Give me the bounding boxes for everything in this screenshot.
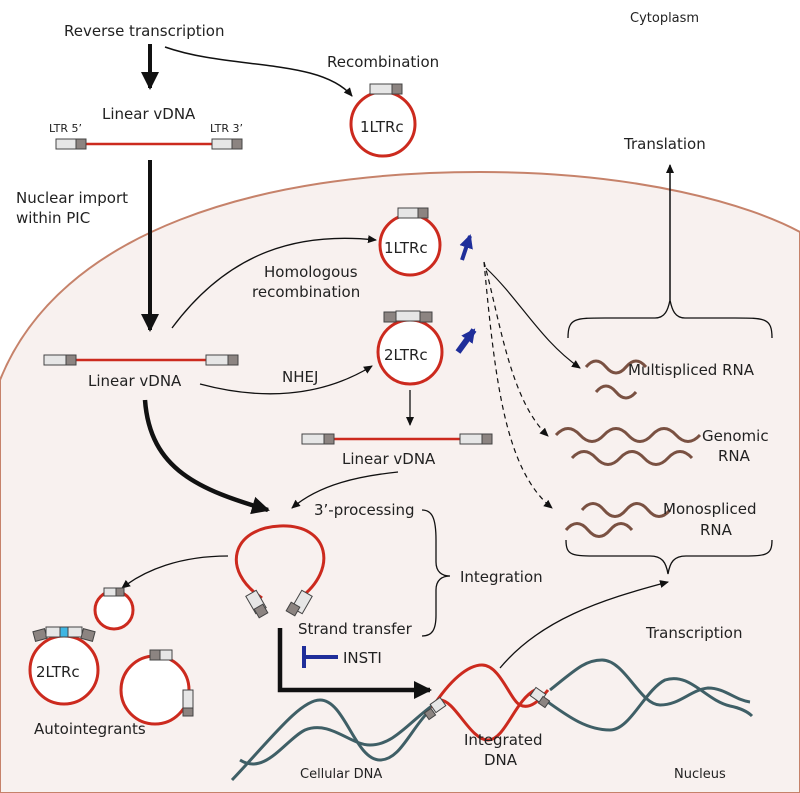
two-ltrc-auto-label: 2LTRc xyxy=(36,663,80,681)
homologous-recombination-arrow xyxy=(171,235,377,329)
nuclear-import-label-2: within PIC xyxy=(16,209,90,227)
small-autointegrant-circle xyxy=(93,587,135,631)
ltr3-label: LTR 3’ xyxy=(210,122,243,135)
cellular-dna-helix xyxy=(230,658,754,782)
two-ltrc-up-blue-arrow xyxy=(455,328,477,354)
arrow-to-multispliced xyxy=(485,267,581,369)
integrated-dna-label-1: Integrated xyxy=(464,731,543,749)
linear-vdna-low xyxy=(301,433,493,445)
autointegrants-label: Autointegrants xyxy=(34,720,146,738)
monospliced-rna xyxy=(564,502,672,538)
nucleus-region xyxy=(0,170,800,793)
nhej-label: NHEJ xyxy=(282,368,318,386)
monospliced-rna-label-2: RNA xyxy=(700,521,733,539)
linear-low-to-integration-arrow xyxy=(291,471,399,509)
transcription-arrow xyxy=(499,580,669,669)
linear-vdna-top-label: Linear vDNA xyxy=(102,105,196,123)
reverse-transcription-label: Reverse transcription xyxy=(64,22,224,40)
one-ltr-circle-top: 1LTRc xyxy=(349,83,417,158)
recombination-label: Recombination xyxy=(327,53,439,71)
linear-vdna-low-label: Linear vDNA xyxy=(342,450,436,468)
one-ltrc-nuc-label: 1LTRc xyxy=(384,239,428,257)
one-ltrc-up-blue-arrow xyxy=(459,234,473,261)
strand-transfer-arrow xyxy=(277,628,432,699)
monospliced-rna-label-1: Monospliced xyxy=(663,500,756,518)
genomic-rna xyxy=(554,427,702,466)
integrated-ltr-ends xyxy=(423,686,551,721)
insti-label: INSTI xyxy=(343,649,382,667)
linear-vdna-mid-label: Linear vDNA xyxy=(88,372,182,390)
translation-label: Translation xyxy=(623,135,706,153)
three-processing-label: 3’-processing xyxy=(314,501,415,519)
genomic-rna-label-2: RNA xyxy=(718,447,751,465)
two-ltrc-nuc-label: 2LTRc xyxy=(384,346,428,364)
integration-label: Integration xyxy=(460,568,543,586)
to-autointegrants-arrow xyxy=(121,555,229,589)
rna-bottom-brace xyxy=(565,539,773,575)
dashed-arrow-monospliced xyxy=(483,261,553,509)
pic-open-loop xyxy=(234,524,326,619)
multispliced-rna-label: Multispliced RNA xyxy=(628,361,755,379)
transcription-label: Transcription xyxy=(645,624,742,642)
nuclear-import-label-1: Nuclear import xyxy=(16,189,128,207)
integrated-dna-label-2: DNA xyxy=(484,751,518,769)
cellular-dna-label: Cellular DNA xyxy=(300,767,382,782)
two-ltr-circle-auto: 2LTRc xyxy=(28,626,100,706)
genomic-rna-label-1: Genomic xyxy=(702,427,769,445)
rna-brace xyxy=(567,299,773,339)
homologous-label-1: Homologous xyxy=(264,263,358,281)
homologous-label-2: recombination xyxy=(252,283,360,301)
strand-transfer-label: Strand transfer xyxy=(298,620,413,638)
cytoplasm-label: Cytoplasm xyxy=(630,11,699,26)
dashed-arrow-genomic xyxy=(483,261,549,437)
large-autointegrant-circle xyxy=(119,649,194,726)
two-ltr-circle-nucleus: 2LTRc xyxy=(376,310,444,386)
nhej-arrow xyxy=(199,365,373,395)
ltr5-label: LTR 5’ xyxy=(49,122,82,135)
recombination-arrow xyxy=(164,46,353,97)
nucleus-label: Nucleus xyxy=(674,767,726,782)
integration-main-arrow xyxy=(142,399,270,515)
multispliced-rna xyxy=(584,359,648,400)
integration-bracket xyxy=(421,509,451,637)
one-ltrc-top-label: 1LTRc xyxy=(360,118,404,136)
linear-vdna-mid xyxy=(43,354,239,366)
linear-vdna-top xyxy=(55,138,243,150)
one-ltr-circle-nucleus: 1LTRc xyxy=(378,207,442,277)
